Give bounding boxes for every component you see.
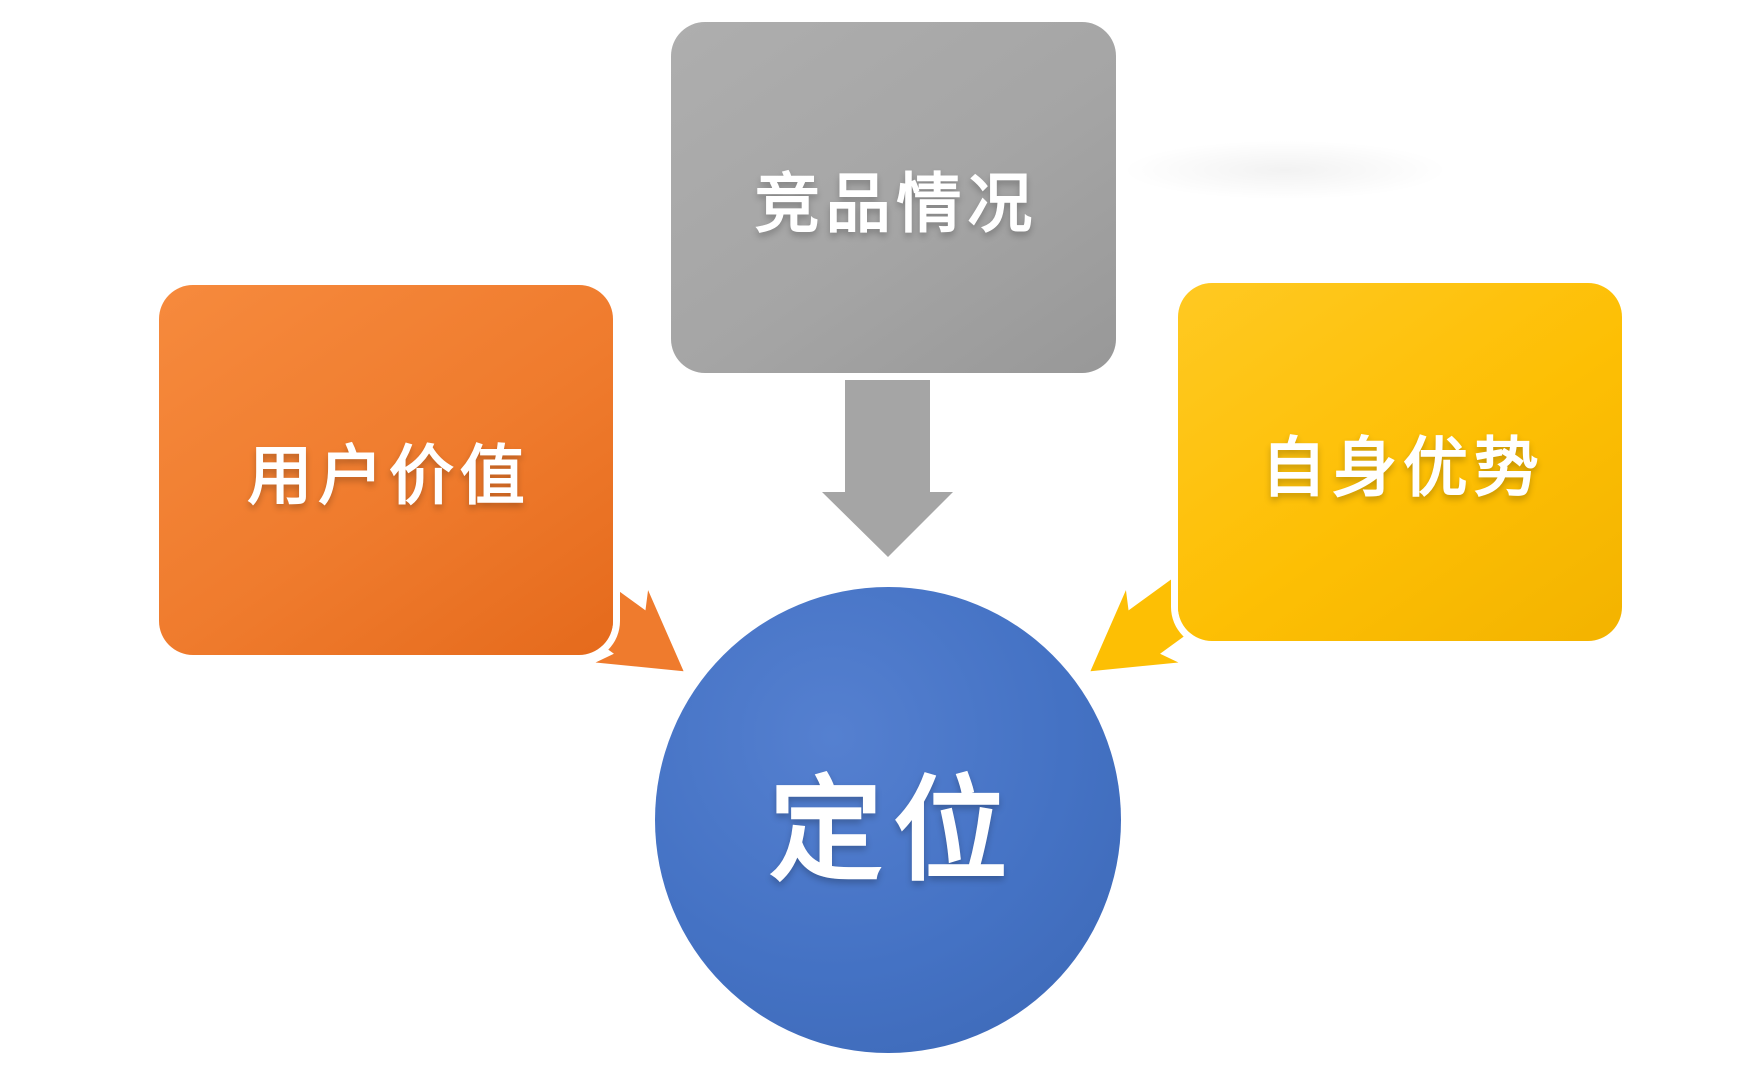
node-own-advantage-box: 自身优势	[1178, 283, 1622, 641]
arrow-down-left-shape	[1090, 573, 1212, 672]
node-own-advantage-label: 自身优势	[1261, 431, 1545, 506]
node-positioning-label: 定位	[768, 763, 1018, 897]
arrow-down-shape	[822, 373, 953, 557]
node-user-value-label: 用户价值	[247, 439, 531, 514]
arrow-down-right-icon	[552, 558, 710, 707]
node-competitors-box: 竞品情况	[671, 22, 1116, 373]
node-user-value-box: 用户价值	[159, 285, 613, 655]
arrow-down-left-icon	[1064, 558, 1222, 707]
node-positioning-circle: 定位	[655, 587, 1121, 1053]
arrow-down-right-shape	[562, 573, 684, 672]
arrow-down-icon	[815, 370, 960, 562]
node-competitors-label: 竞品情况	[754, 166, 1039, 242]
background-smudge	[1120, 140, 1450, 200]
